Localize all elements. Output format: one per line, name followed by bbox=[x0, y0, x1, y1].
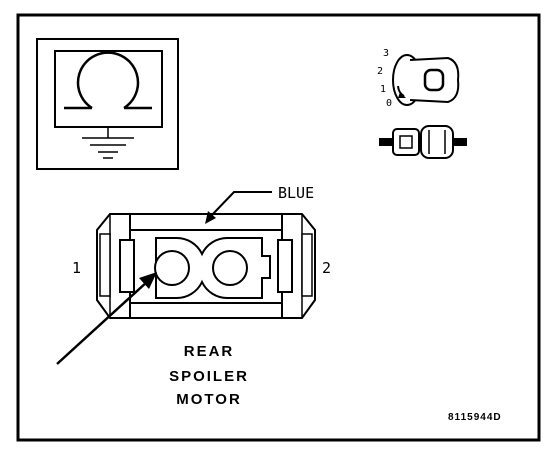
wire-color-leader bbox=[210, 191, 272, 217]
ground-meter-icon bbox=[36, 38, 179, 170]
pin-2-cavity bbox=[212, 250, 248, 286]
outer-frame bbox=[16, 13, 541, 442]
connector-face bbox=[96, 213, 316, 319]
pin-2-label: 2 bbox=[322, 259, 331, 277]
component-name-line2: SPOILER bbox=[169, 368, 249, 385]
key-position-0: 0 bbox=[386, 98, 392, 109]
component-name-line3: MOTOR bbox=[176, 391, 242, 408]
key-position-2: 2 bbox=[377, 66, 383, 77]
pin-1-label: 1 bbox=[72, 259, 81, 277]
figure-id: 8115944D bbox=[448, 412, 502, 423]
ignition-key-icon bbox=[392, 54, 460, 106]
pin-1-cavity bbox=[154, 250, 190, 286]
component-name-line1: REAR bbox=[184, 343, 235, 360]
connector-icon bbox=[379, 125, 467, 159]
key-position-3: 3 bbox=[383, 48, 389, 59]
pin-pointer-arrow bbox=[56, 280, 149, 365]
wire-color-label: BLUE bbox=[278, 184, 314, 202]
key-position-1: 1 bbox=[380, 84, 386, 95]
pin-pointer-arrowhead bbox=[139, 272, 157, 289]
